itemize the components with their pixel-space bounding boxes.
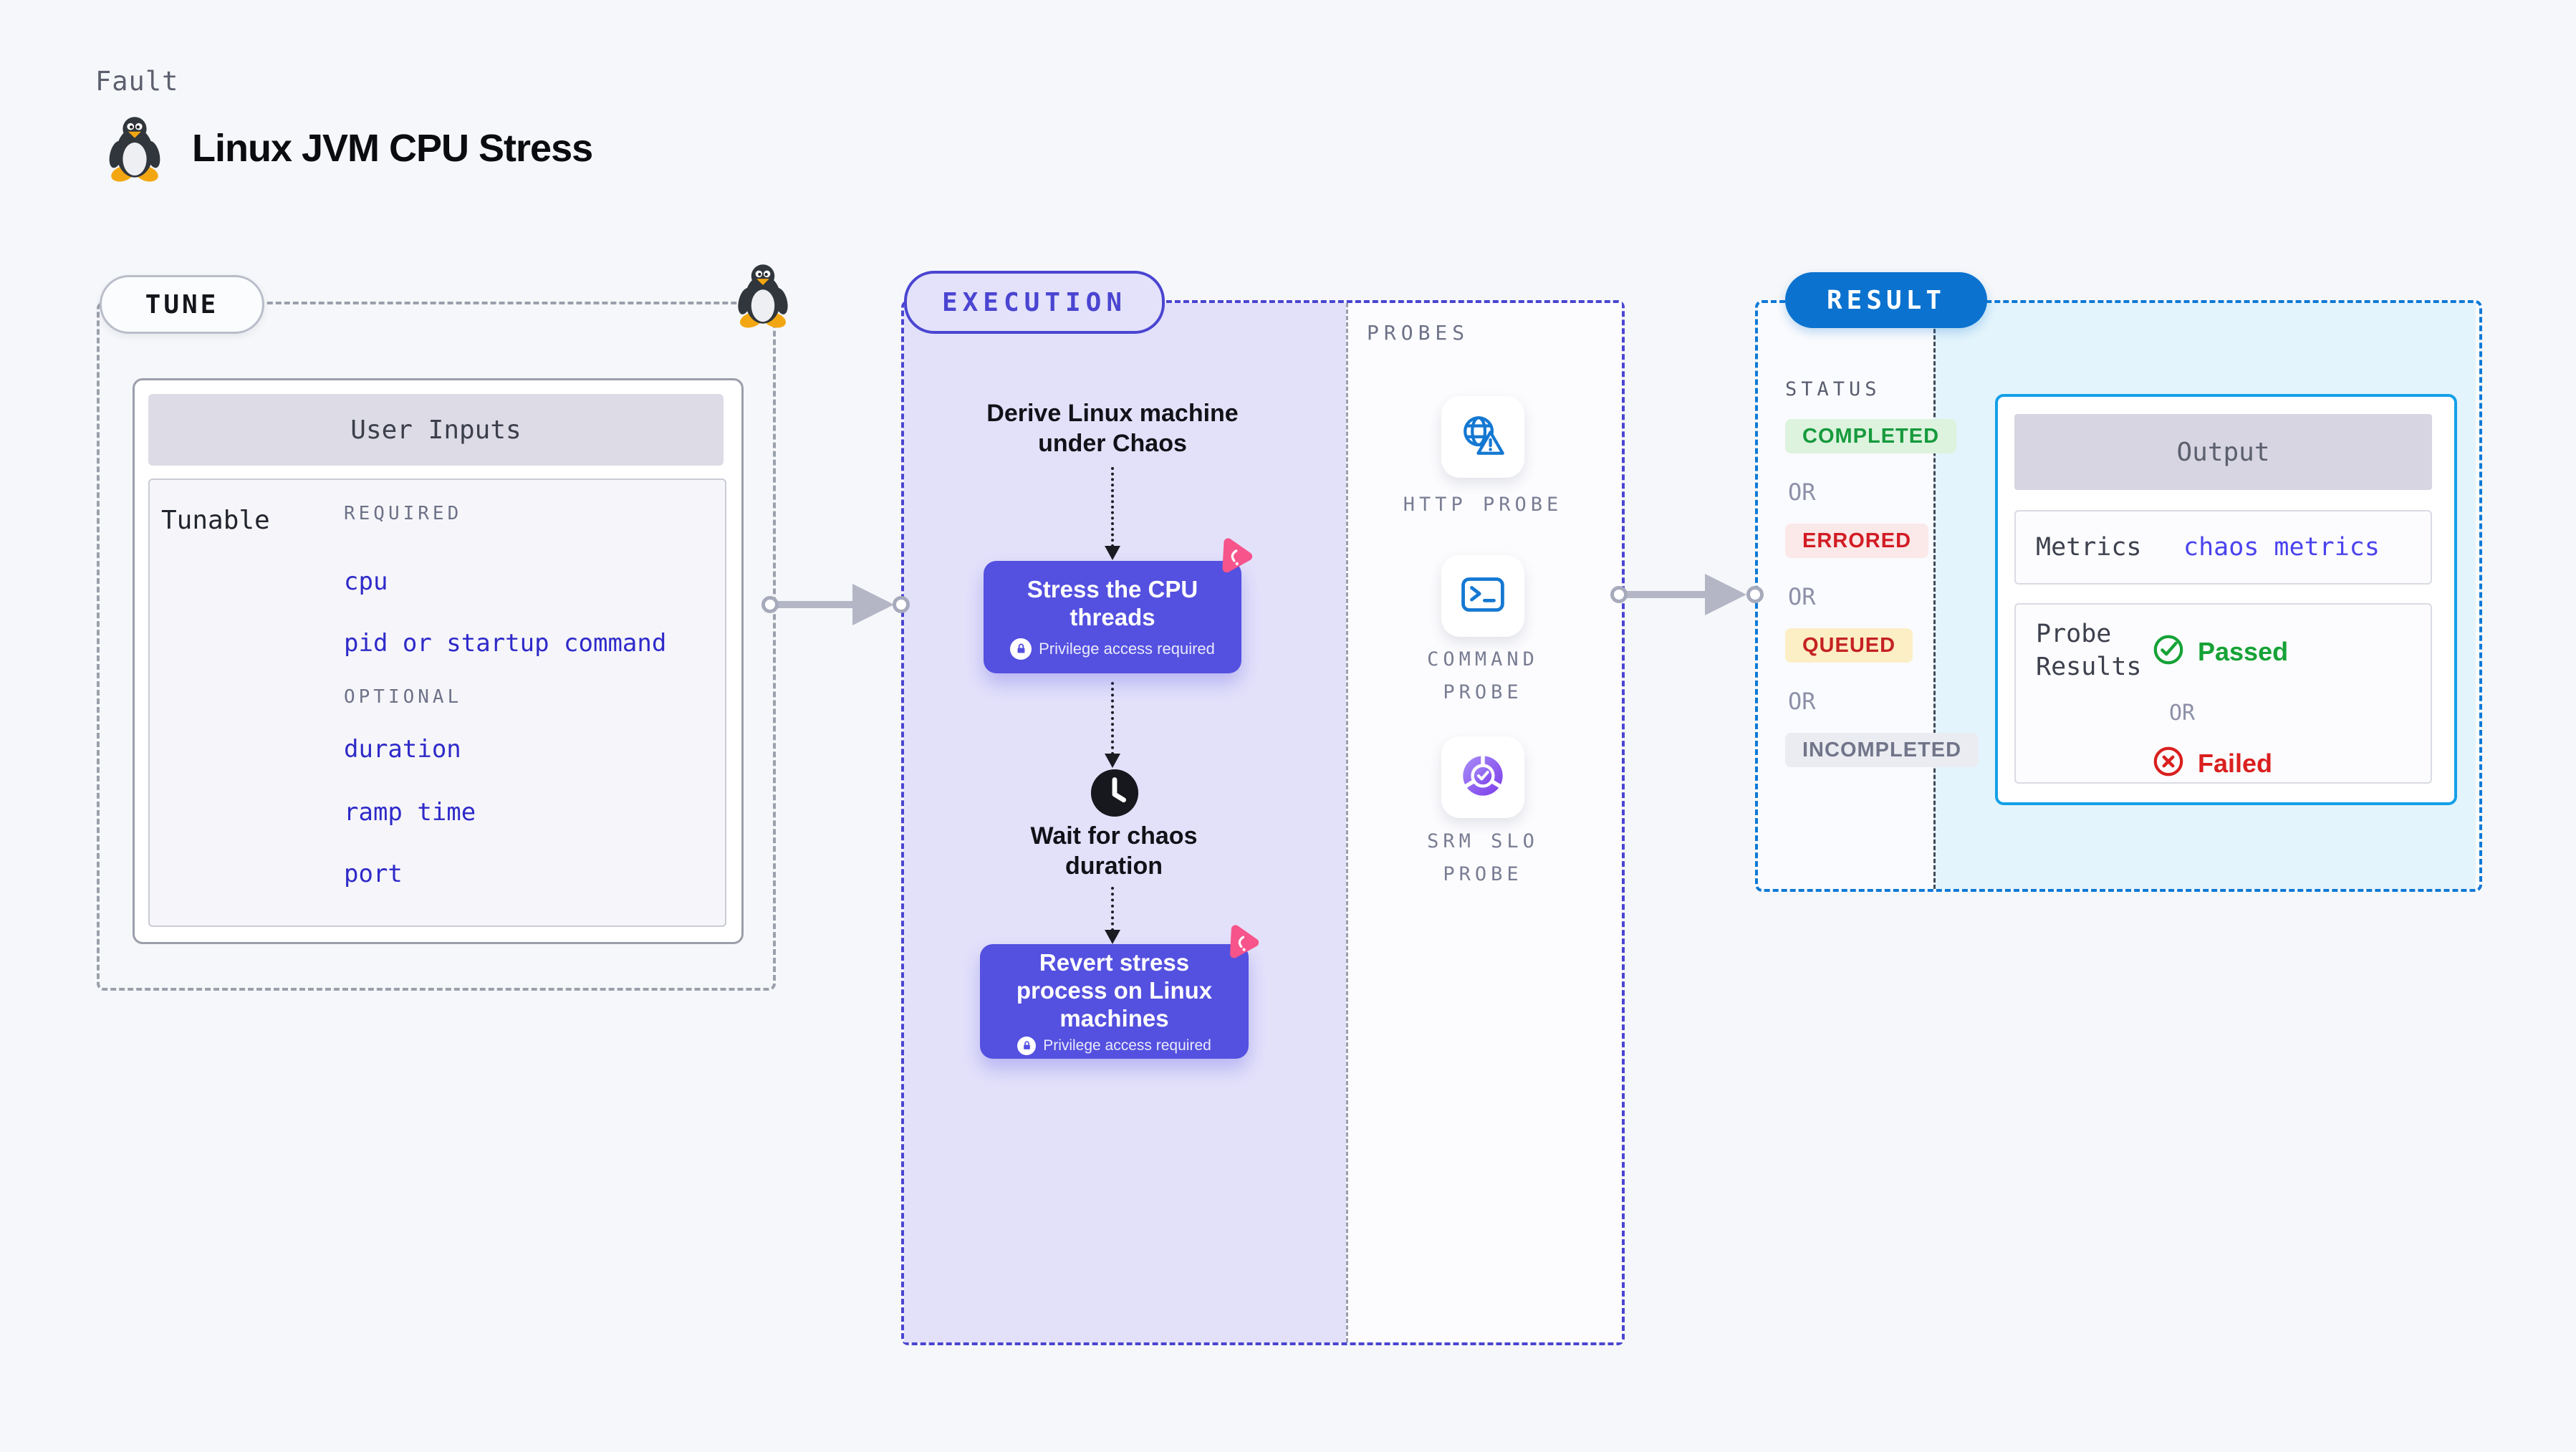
metrics-row bbox=[2014, 510, 2432, 585]
revert-stress-step-card: Revert stress process on Linux machines … bbox=[980, 944, 1249, 1059]
tunable-link-duration[interactable]: duration bbox=[344, 735, 461, 764]
probe-results-label: Probe Results bbox=[2036, 620, 2142, 681]
tux-penguin-icon bbox=[736, 264, 790, 332]
check-circle-icon bbox=[2152, 633, 2185, 670]
stress-cpu-step-card: Stress the CPU threads Privilege access … bbox=[984, 561, 1241, 673]
metrics-label: Metrics bbox=[2036, 533, 2142, 562]
flow-arrowhead bbox=[1105, 754, 1120, 768]
or-separator: OR bbox=[1788, 688, 1816, 715]
tune-section-box bbox=[97, 302, 776, 991]
privilege-note: Privilege access required bbox=[1010, 638, 1215, 660]
privilege-note: Privilege access required bbox=[1017, 1036, 1211, 1055]
tune-badge: TUNE bbox=[100, 275, 264, 334]
tunable-link-cpu[interactable]: cpu bbox=[344, 567, 388, 596]
chaos-sticker-icon bbox=[1220, 924, 1260, 966]
status-badge-incompleted: INCOMPLETED bbox=[1785, 733, 1979, 767]
chaos-metrics-link[interactable]: chaos metrics bbox=[2183, 533, 2380, 562]
tunable-link-pid-or-startup-command[interactable]: pid or startup command bbox=[344, 629, 667, 658]
or-separator: OR bbox=[1788, 479, 1816, 506]
flow-arrow bbox=[1111, 887, 1114, 931]
execution-flow-background bbox=[904, 303, 1346, 1342]
lock-icon bbox=[1010, 638, 1032, 660]
page-title: Linux JVM CPU Stress bbox=[192, 127, 593, 170]
execution-to-result-arrow bbox=[1625, 591, 1709, 598]
status-label: STATUS bbox=[1785, 378, 1881, 400]
tunable-link-ramp-time[interactable]: ramp time bbox=[344, 798, 476, 827]
status-badge-queued: QUEUED bbox=[1785, 628, 1913, 663]
srm-slo-probe-card[interactable] bbox=[1441, 736, 1524, 818]
clock-icon bbox=[1090, 768, 1140, 822]
probe-results-row bbox=[2014, 603, 2432, 784]
tunable-label: Tunable bbox=[161, 506, 270, 535]
x-circle-icon bbox=[2152, 745, 2185, 782]
optional-group-label: OPTIONAL bbox=[344, 686, 463, 708]
flow-arrowhead bbox=[1105, 930, 1120, 944]
connector-dot bbox=[761, 596, 779, 613]
probes-title: PROBES bbox=[1367, 321, 1470, 345]
command-probe-card[interactable] bbox=[1441, 555, 1524, 637]
srm-slo-probe-label: SRM SLO PROBE bbox=[1427, 830, 1539, 885]
tune-to-execution-arrowhead bbox=[852, 584, 894, 625]
execution-to-result-arrowhead bbox=[1705, 574, 1746, 615]
or-separator: OR bbox=[2169, 701, 2196, 726]
http-probe-label: HTTP PROBE bbox=[1403, 494, 1563, 516]
slo-gauge-icon bbox=[1461, 754, 1505, 802]
required-group-label: REQUIRED bbox=[344, 503, 463, 524]
connector-dot bbox=[1610, 586, 1628, 603]
passed-result: Passed bbox=[2152, 633, 2288, 670]
flow-arrowhead bbox=[1105, 546, 1120, 560]
execution-badge: EXECUTION bbox=[904, 271, 1165, 334]
command-probe-label: COMMAND PROBE bbox=[1427, 648, 1539, 703]
user-inputs-body bbox=[148, 479, 726, 927]
execution-section-box bbox=[901, 300, 1625, 1345]
result-badge: RESULT bbox=[1785, 272, 1987, 328]
or-separator: OR bbox=[1788, 583, 1816, 610]
lock-icon bbox=[1017, 1036, 1037, 1055]
revert-step-title: Revert stress process on Linux machines bbox=[1016, 948, 1213, 1032]
output-panel-header: Output bbox=[2014, 414, 2432, 490]
tune-to-execution-arrow bbox=[776, 601, 862, 608]
http-probe-card[interactable] bbox=[1441, 396, 1524, 478]
flow-arrow bbox=[1111, 682, 1114, 755]
derive-step-label: Derive Linux machine under Chaos bbox=[986, 400, 1239, 457]
chaos-sticker-icon bbox=[1212, 537, 1254, 581]
status-badge-errored: ERRORED bbox=[1785, 524, 1929, 558]
tux-penguin-icon bbox=[106, 116, 163, 186]
failed-result: Failed bbox=[2152, 745, 2272, 782]
connector-dot bbox=[893, 596, 910, 613]
fault-kicker: Fault bbox=[95, 66, 179, 97]
wait-step-label: Wait for chaos duration bbox=[1030, 822, 1198, 880]
stress-step-title: Stress the CPU threads bbox=[1027, 575, 1198, 630]
tunable-link-port[interactable]: port bbox=[344, 860, 403, 888]
status-badge-completed: COMPLETED bbox=[1785, 419, 1957, 453]
user-inputs-header: User Inputs bbox=[148, 394, 724, 466]
globe-alert-icon bbox=[1459, 413, 1506, 461]
flow-arrow bbox=[1111, 467, 1114, 547]
terminal-icon bbox=[1461, 575, 1505, 617]
connector-dot bbox=[1746, 586, 1764, 603]
